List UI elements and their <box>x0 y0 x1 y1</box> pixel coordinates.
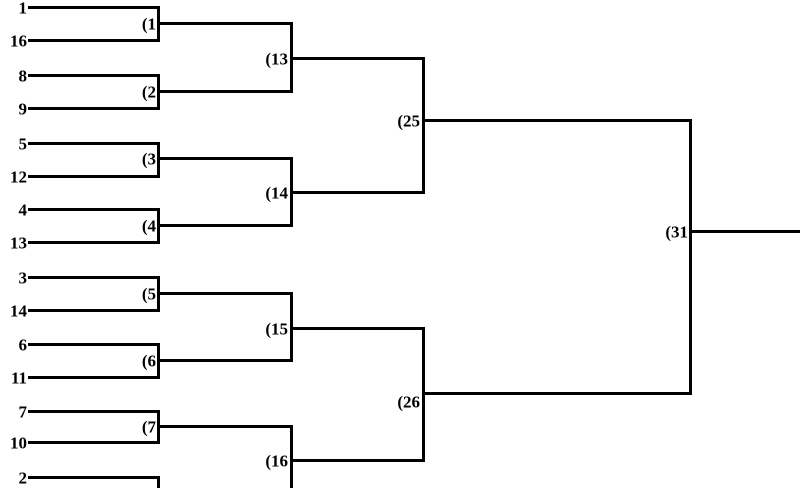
r1-match-7-top-line <box>28 410 160 413</box>
match-number-label: (2 <box>141 82 156 101</box>
seed-label: 7 <box>18 402 28 421</box>
match-number-label: (13 <box>265 49 288 68</box>
r3-match-26-join-line <box>422 327 425 462</box>
r1-match-8-join-line <box>157 476 160 488</box>
r1-match-2-winner-line <box>160 90 293 93</box>
seed-label: 6 <box>18 335 28 354</box>
seed-label: 5 <box>18 134 28 153</box>
r1-match-6-winner-line <box>160 359 293 362</box>
seed-label: 1 <box>18 0 28 17</box>
r2-match-16-join-line <box>290 425 293 488</box>
r1-match-2-bottom-line <box>28 107 160 110</box>
match-number-label: (1 <box>141 14 156 33</box>
match-number-label: (14 <box>265 183 288 202</box>
r1-match-4-top-line <box>28 208 160 211</box>
r2-match-15-join-line <box>290 292 293 362</box>
r1-match-1-join-line <box>157 6 160 42</box>
seed-label: 12 <box>10 167 27 186</box>
match-number-label: (15 <box>265 319 288 338</box>
r1-match-7-winner-line <box>160 425 293 428</box>
seed-label: 8 <box>18 66 28 85</box>
r2-match-14-join-line <box>290 157 293 227</box>
r1-match-2-join-line <box>157 74 160 110</box>
r1-match-6-top-line <box>28 343 160 346</box>
seed-label: 9 <box>18 99 28 118</box>
match-number-label: (25 <box>397 111 420 130</box>
seed-label: 16 <box>10 31 27 50</box>
match-number-label: (4 <box>141 216 156 235</box>
r1-match-6-bottom-line <box>28 376 160 379</box>
r1-match-4-winner-line <box>160 224 293 227</box>
r1-match-5-bottom-line <box>28 309 160 312</box>
r2-match-13-winner-line <box>293 57 425 60</box>
r1-match-5-winner-line <box>160 292 293 295</box>
r3-match-26-winner-line <box>425 392 692 395</box>
r1-match-1-winner-line <box>160 22 293 25</box>
r2-match-16-winner-line <box>293 459 425 462</box>
match-number-label: (3 <box>141 149 156 168</box>
r1-match-5-top-line <box>28 276 160 279</box>
match-number-label: (31 <box>665 222 688 241</box>
match-number-label: (26 <box>397 392 420 412</box>
r1-match-6-join-line <box>157 343 160 379</box>
seed-label: 2 <box>18 468 28 487</box>
r1-match-3-top-line <box>28 142 160 145</box>
r2-match-15-winner-line <box>293 327 425 330</box>
r1-match-7-join-line <box>157 410 160 444</box>
r1-match-2-top-line <box>28 74 160 77</box>
r2-match-13-join-line <box>290 22 293 93</box>
r1-match-1-bottom-line <box>28 39 160 42</box>
match-number-label: (6 <box>141 351 156 370</box>
seed-label: 3 <box>18 268 28 287</box>
r1-match-3-join-line <box>157 142 160 178</box>
r1-match-8-top-line <box>28 476 160 479</box>
r3-match-25-winner-line <box>425 119 692 122</box>
r1-match-3-winner-line <box>160 157 293 160</box>
r1-match-4-bottom-line <box>28 241 160 244</box>
r3-match-25-join-line <box>422 57 425 194</box>
match-number-label: (16 <box>265 451 288 470</box>
r1-match-4-join-line <box>157 208 160 244</box>
seed-label: 10 <box>10 433 27 452</box>
seed-label: 14 <box>10 301 27 320</box>
seed-label: 13 <box>10 233 27 252</box>
seed-label: 11 <box>10 368 27 387</box>
r2-match-14-winner-line <box>293 191 425 194</box>
r1-match-5-join-line <box>157 276 160 312</box>
match-number-label: (5 <box>141 284 156 303</box>
seed-label: 4 <box>18 200 28 219</box>
r1-match-3-bottom-line <box>28 175 160 178</box>
final-match-31-join-line <box>689 119 692 395</box>
r1-match-1-top-line <box>28 6 160 9</box>
r1-match-7-bottom-line <box>28 441 160 444</box>
match-number-label: (7 <box>141 417 156 436</box>
final-match-31-winner-line <box>692 230 800 233</box>
